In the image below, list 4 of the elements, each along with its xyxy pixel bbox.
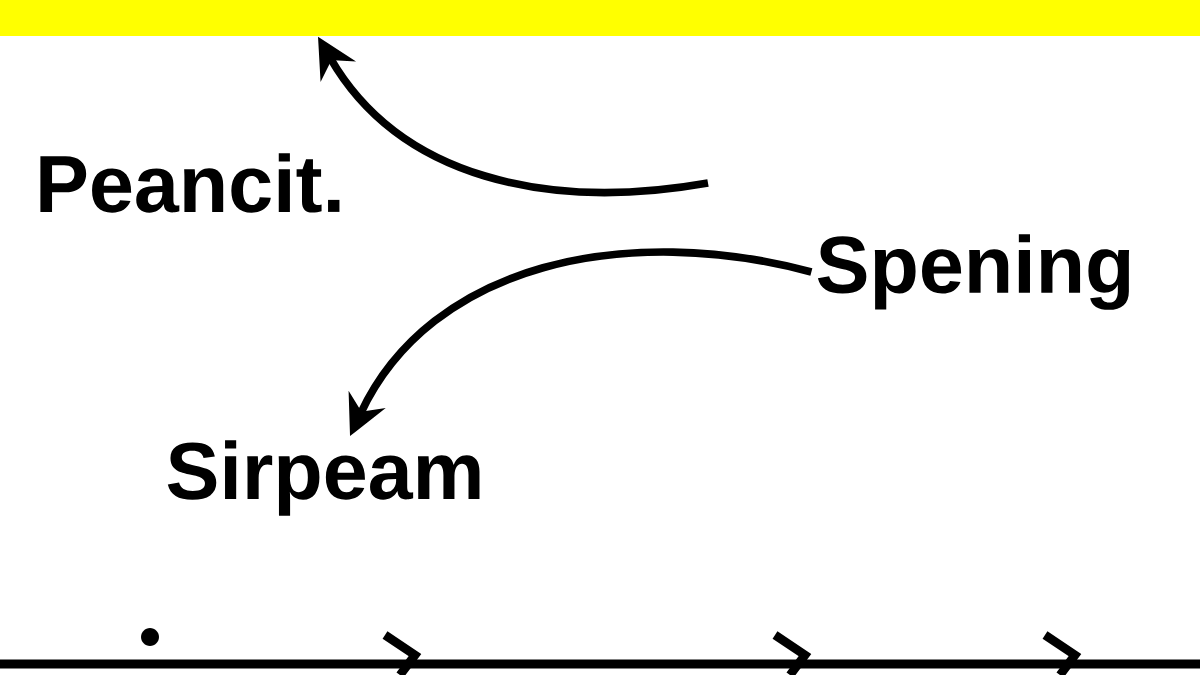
node-label: Peancit. bbox=[40, 153, 340, 213]
top-band bbox=[0, 0, 1200, 36]
node-label: Sirpeam bbox=[167, 440, 480, 516]
node-label: Spening bbox=[817, 234, 1130, 310]
